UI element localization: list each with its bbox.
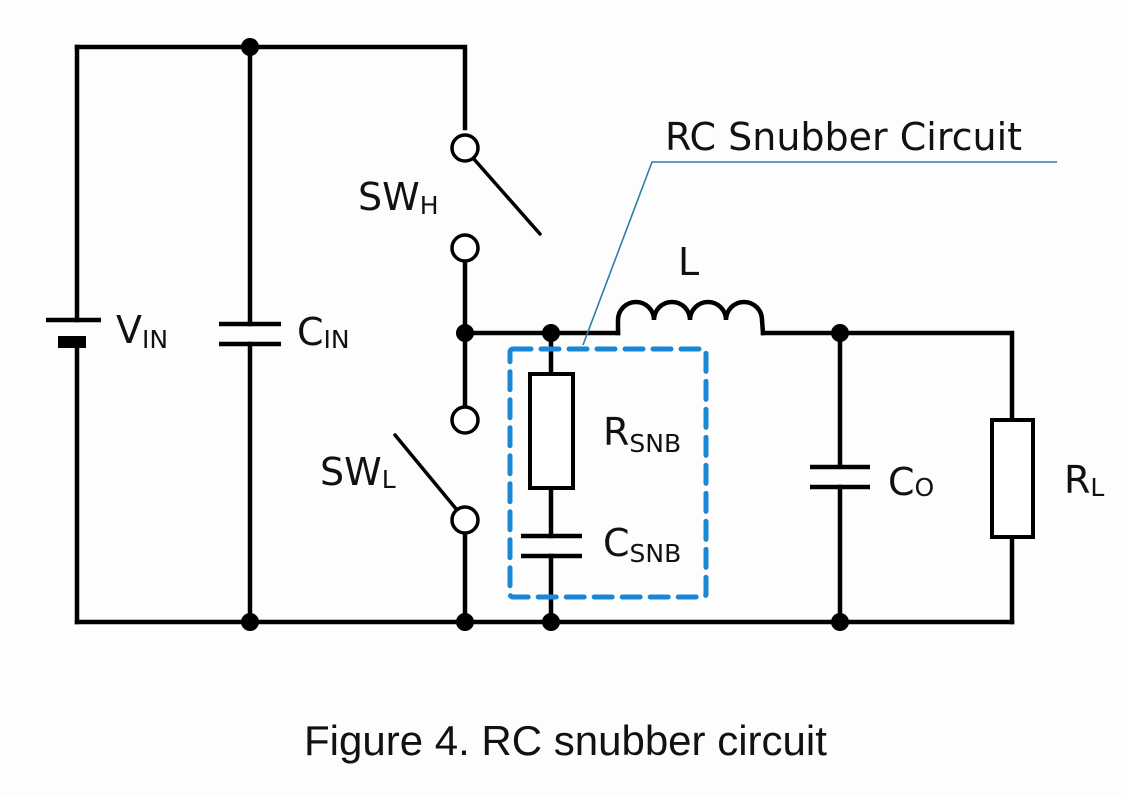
vin-plate-negative — [58, 336, 86, 348]
rsnb-body — [528, 372, 575, 490]
rl-body — [990, 418, 1035, 539]
inductor-coil — [615, 299, 766, 336]
co-capacitor: CO — [810, 460, 934, 504]
wire-top-rail — [74, 44, 468, 131]
csnb-label: CSNB — [603, 521, 681, 568]
swh-terminal-bottom — [450, 233, 480, 263]
swl-terminal-bottom — [450, 505, 480, 535]
co-label: CO — [888, 460, 934, 504]
callout-leader-line — [582, 161, 1057, 346]
snubber-group-border — [507, 346, 709, 600]
vin-source: VIN — [46, 308, 168, 354]
swl-blade — [393, 433, 459, 512]
wire-inductor-to-output — [760, 330, 1015, 423]
junction-nodes — [241, 38, 849, 631]
figure-caption: Figure 4. RC snubber circuit — [304, 717, 827, 764]
swh-blade — [471, 156, 542, 236]
inductor-label: L — [678, 240, 699, 284]
swh-terminal-top — [450, 133, 480, 163]
csnb-capacitor: CSNB — [521, 521, 681, 568]
node-bottom-co — [831, 613, 849, 631]
swh-label: SWH — [358, 175, 439, 220]
node-bottom-snubber — [542, 613, 560, 631]
swl-label: SWL — [320, 450, 396, 494]
vin-label: VIN — [116, 308, 168, 354]
node-top-cin — [241, 38, 259, 56]
swl-terminal-top — [450, 405, 480, 435]
node-bottom-swl — [456, 613, 474, 631]
snubber-callout: RC Snubber Circuit — [582, 115, 1057, 346]
node-bottom-cin — [241, 613, 259, 631]
cin-label: CIN — [297, 310, 350, 354]
rsnb-label: RSNB — [603, 410, 681, 458]
node-output-co — [831, 324, 849, 342]
node-switch — [456, 324, 474, 342]
swl-switch: SWL — [320, 405, 480, 535]
rsnb-resistor: RSNB — [528, 372, 681, 490]
swh-switch: SWH — [358, 133, 542, 263]
rl-label: RL — [1064, 458, 1104, 502]
node-snubber-top — [542, 324, 560, 342]
callout-label: RC Snubber Circuit — [665, 115, 1022, 159]
inductor-l: L — [615, 240, 766, 336]
cin-capacitor: CIN — [219, 310, 350, 354]
rl-resistor: RL — [990, 418, 1104, 539]
